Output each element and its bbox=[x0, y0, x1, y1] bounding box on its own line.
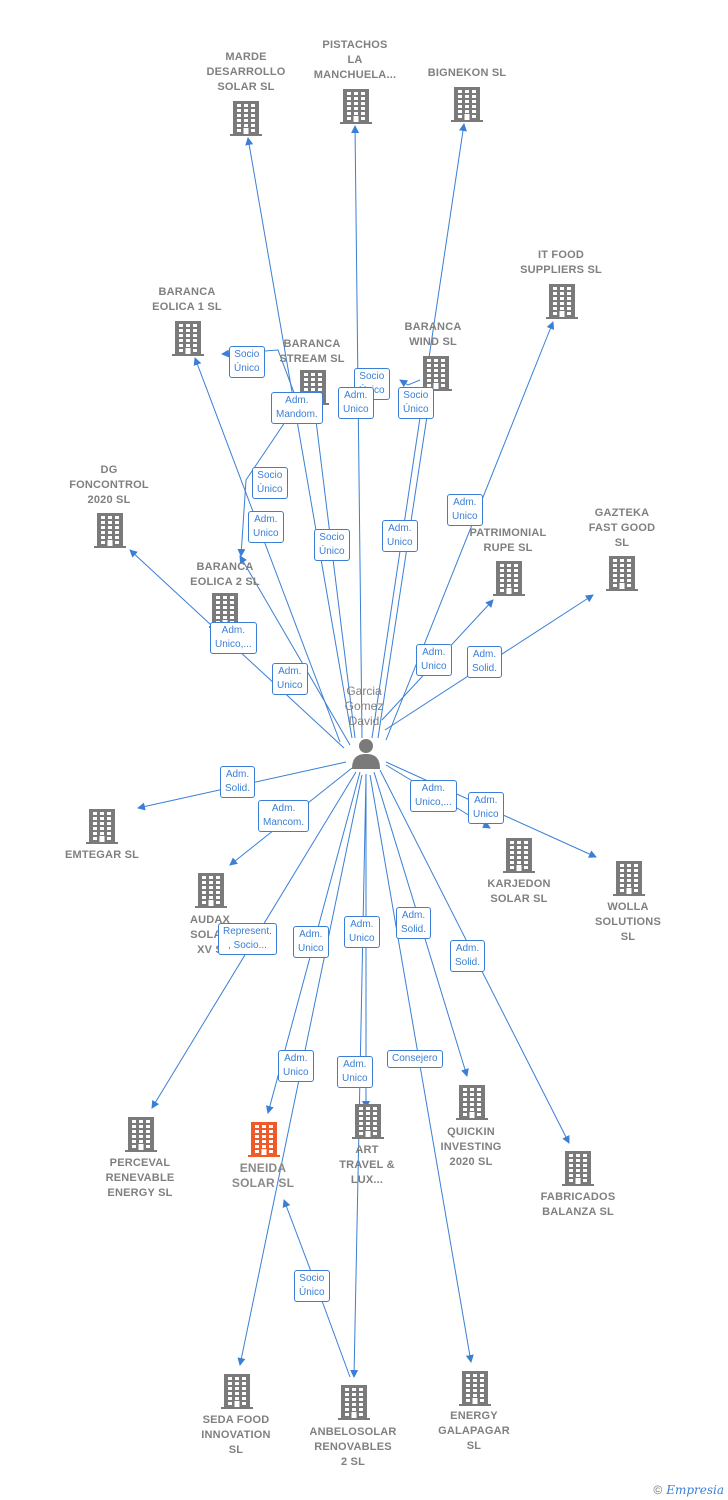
company-marde-building-icon[interactable] bbox=[230, 101, 262, 136]
edge-tag-t_socio_wind[interactable]: Socio Único bbox=[398, 387, 434, 419]
person-node[interactable] bbox=[350, 737, 382, 769]
copyright-symbol: © bbox=[653, 1483, 663, 1497]
company-label-barancastream[interactable]: BARANCA STREAM SL bbox=[279, 338, 345, 365]
edge-galapagar bbox=[369, 774, 474, 1363]
company-label-barancaeolica1[interactable]: BARANCA EOLICA 1 SL bbox=[152, 286, 222, 313]
company-label-barancawind[interactable]: BARANCA WIND SL bbox=[404, 321, 462, 348]
edge-tag-t_adm_unico_wolla[interactable]: Adm. Unico bbox=[468, 792, 504, 824]
company-label-pistachos[interactable]: PISTACHOS LA MANCHUELA... bbox=[313, 39, 397, 81]
company-label-patrimonial[interactable]: PATRIMONIAL RUPE SL bbox=[469, 527, 547, 554]
edge-tag-t_socio_unico_c[interactable]: Socio Único bbox=[314, 529, 350, 561]
edge-tag-t_adm_unico_eneida[interactable]: Adm. Unico bbox=[278, 1050, 314, 1082]
edge-tag-t_adm_solid_q[interactable]: Adm. Solid. bbox=[396, 907, 432, 939]
company-karjedon-building-icon[interactable] bbox=[503, 838, 535, 873]
edge-tag-t_socio_unico_b[interactable]: Socio Único bbox=[252, 467, 288, 499]
company-label-seda[interactable]: SEDA FOOD INNOVATION SL bbox=[201, 1414, 271, 1456]
company-label-fabricados[interactable]: FABRICADOS BALANZA SL bbox=[540, 1191, 616, 1218]
edge-secondary-3 bbox=[399, 379, 421, 388]
company-quickin-building-icon[interactable] bbox=[456, 1085, 488, 1120]
company-label-barancaeolica2[interactable]: BARANCA EOLICA 2 SL bbox=[190, 561, 260, 588]
edge-tag-t_adm_unico_c[interactable]: Adm. Unico bbox=[382, 520, 418, 552]
edge-tag-t_adm_solid_fab[interactable]: Adm. Solid. bbox=[450, 940, 486, 972]
person-name[interactable]: Garcia Gomez David bbox=[344, 684, 384, 728]
edge-tag-t_adm_unico_kar[interactable]: Adm. Unico,... bbox=[410, 780, 457, 812]
company-audax-building-icon[interactable] bbox=[195, 873, 227, 908]
edge-tag-t_adm_solid_gaz[interactable]: Adm. Solid. bbox=[467, 646, 503, 678]
edge-tag-t_adm_unico_a[interactable]: Adm. Unico bbox=[338, 387, 374, 419]
edge-tag-t_adm_unico_itfood[interactable]: Adm. Unico bbox=[447, 494, 483, 526]
company-label-anbelosolar[interactable]: ANBELOSOLAR RENOVABLES 2 SL bbox=[309, 1426, 397, 1468]
edge-tag-t_represent[interactable]: Represent. , Socio... bbox=[218, 923, 277, 955]
company-label-quickin[interactable]: QUICKIN INVESTING 2020 SL bbox=[440, 1126, 502, 1168]
edge-tag-t_adm_mancom[interactable]: Adm. Mancom. bbox=[258, 800, 310, 832]
edge-tag-t_socio_eolica1[interactable]: Socio Único bbox=[229, 346, 265, 378]
company-bignekon-building-icon[interactable] bbox=[451, 87, 483, 122]
company-pistachos-building-icon[interactable] bbox=[340, 89, 372, 124]
brand-logo[interactable]: Empresia bbox=[666, 1483, 724, 1497]
edge-tag-t_adm_unico_b[interactable]: Adm. Unico bbox=[248, 511, 284, 543]
company-label-eneida[interactable]: ENEIDA SOLAR SL bbox=[231, 1161, 295, 1190]
edge-itfood bbox=[385, 321, 555, 741]
company-label-perceval[interactable]: PERCEVAL RENEVABLE ENERGY SL bbox=[105, 1157, 175, 1199]
company-galapagar-building-icon[interactable] bbox=[459, 1371, 491, 1406]
edge-barancaeolica2 bbox=[239, 555, 351, 746]
company-barancaeolica1-building-icon[interactable] bbox=[172, 321, 204, 356]
company-itfood-building-icon[interactable] bbox=[546, 284, 578, 319]
edge-pistachos bbox=[351, 125, 363, 739]
edge-tag-t_adm_unico_e[interactable]: Adm. Unico bbox=[293, 926, 329, 958]
company-wolla-building-icon[interactable] bbox=[613, 861, 645, 896]
edge-tag-t_adm_solid_emt[interactable]: Adm. Solid. bbox=[220, 766, 256, 798]
edge-tag-t_adm_unico_art[interactable]: Adm. Unico bbox=[337, 1056, 373, 1088]
company-label-bignekon[interactable]: BIGNEKON SL bbox=[427, 67, 507, 79]
edge-barancaeolica1 bbox=[193, 357, 341, 743]
company-anbelosolar-building-icon[interactable] bbox=[338, 1385, 370, 1420]
company-art-building-icon[interactable] bbox=[352, 1104, 384, 1139]
company-patrimonial-building-icon[interactable] bbox=[493, 561, 525, 596]
company-fabricados-building-icon[interactable] bbox=[562, 1151, 594, 1186]
company-emtegar-building-icon[interactable] bbox=[86, 809, 118, 844]
company-seda-building-icon[interactable] bbox=[221, 1374, 253, 1409]
company-barancawind-building-icon[interactable] bbox=[420, 356, 452, 391]
company-label-emtegar[interactable]: EMTEGAR SL bbox=[64, 849, 140, 861]
edge-tag-t_adm_unico_patr[interactable]: Adm. Unico bbox=[416, 644, 452, 676]
edge-barancawind bbox=[377, 389, 434, 739]
edge-tag-t_adm_unico_f[interactable]: Adm. Unico bbox=[344, 916, 380, 948]
edge-tag-t_socio_anbelo[interactable]: Socio Único bbox=[294, 1270, 330, 1302]
edge-tag-t_consejero[interactable]: Consejero bbox=[387, 1050, 443, 1068]
company-label-karjedon[interactable]: KARJEDON SOLAR SL bbox=[487, 878, 551, 905]
company-dgfoncontrol-building-icon[interactable] bbox=[94, 513, 126, 548]
company-eneida-building-icon[interactable] bbox=[248, 1122, 280, 1157]
company-label-dgfoncontrol[interactable]: DG FONCONTROL 2020 SL bbox=[69, 464, 149, 506]
edge-tag-t_adm_mandom[interactable]: Adm. Mandom. bbox=[271, 392, 323, 424]
company-label-marde[interactable]: MARDE DESARROLLO SOLAR SL bbox=[206, 51, 286, 93]
edge-bignekon bbox=[371, 123, 467, 739]
company-perceval-building-icon[interactable] bbox=[125, 1117, 157, 1152]
footer: ©Empresia bbox=[653, 1483, 724, 1497]
company-label-gazteka[interactable]: GAZTEKA FAST GOOD SL bbox=[588, 507, 656, 549]
company-label-galapagar[interactable]: ENERGY GALAPAGAR SL bbox=[438, 1410, 510, 1452]
company-gazteka-building-icon[interactable] bbox=[606, 556, 638, 591]
company-label-art[interactable]: ART TRAVEL & LUX... bbox=[339, 1144, 395, 1186]
edge-tag-t_adm_unico_d[interactable]: Adm. Unico bbox=[272, 663, 308, 695]
edge-marde bbox=[245, 137, 353, 739]
company-label-itfood[interactable]: IT FOOD SUPPLIERS SL bbox=[520, 249, 602, 276]
edge-tag-t_adm_unico_dg[interactable]: Adm. Unico,... bbox=[210, 622, 257, 654]
company-label-wolla[interactable]: WOLLA SOLUTIONS SL bbox=[595, 901, 661, 943]
person-icon bbox=[352, 739, 380, 769]
